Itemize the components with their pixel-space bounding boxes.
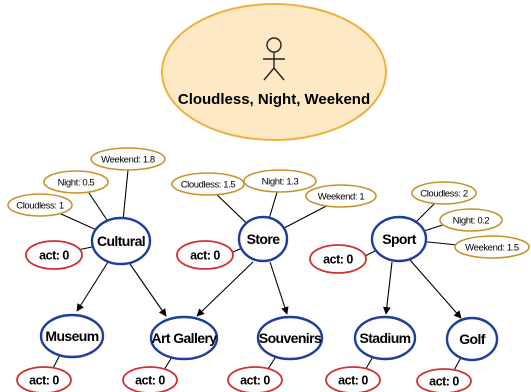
context-label: Cloudless, Night, Weekend — [178, 91, 370, 108]
act-stadium: act: 0 — [325, 366, 381, 392]
svg-text:Cloudless: 1.5: Cloudless: 1.5 — [181, 180, 236, 191]
weight-cultural-night: Night: 0.5 — [43, 170, 109, 194]
svg-text:Night: 0.2: Night: 0.2 — [453, 216, 490, 227]
act-store: act: 0 — [176, 240, 234, 270]
svg-text:Sport: Sport — [382, 231, 416, 247]
hierarchy-arrow — [269, 261, 289, 315]
leaf-nodes: Museum Art Gallery Souvenirs Stadium Gol… — [39, 313, 499, 362]
svg-text:Weekend: 1.8: Weekend: 1.8 — [101, 155, 155, 166]
svg-text:Night: 0.5: Night: 0.5 — [58, 178, 95, 189]
svg-text:Museum: Museum — [45, 328, 98, 344]
svg-text:Cloudless: 2: Cloudless: 2 — [420, 189, 468, 200]
act-golf: act: 0 — [416, 368, 472, 392]
svg-text:act: 0: act: 0 — [429, 375, 459, 389]
svg-text:Cultural: Cultural — [97, 233, 145, 249]
weight-cultural-weekend: Weekend: 1.8 — [90, 147, 166, 171]
svg-text:Night: 1.3: Night: 1.3 — [262, 177, 299, 188]
svg-text:Golf: Golf — [459, 331, 486, 347]
svg-text:act: 0: act: 0 — [29, 374, 59, 388]
hierarchy-arrow — [409, 259, 462, 319]
svg-text:Stadium: Stadium — [359, 330, 410, 346]
node-art-gallery[interactable]: Art Gallery — [149, 315, 219, 361]
svg-text:Weekend: 1.5: Weekend: 1.5 — [465, 243, 519, 254]
stick-figure-icon — [263, 37, 285, 81]
weight-store-night: Night: 1.3 — [243, 169, 317, 193]
act-ovals: act: 0 act: 0 act: 0 act: 0 act: 0 act: … — [16, 240, 472, 392]
weight-store-cloudless: Cloudless: 1.5 — [171, 172, 245, 196]
svg-text:act: 0: act: 0 — [135, 374, 165, 388]
act-souvenirs: act: 0 — [227, 366, 283, 392]
svg-text:Store: Store — [247, 231, 281, 247]
svg-text:act: 0: act: 0 — [323, 253, 353, 267]
hierarchy-arrow — [76, 261, 109, 312]
weight-ovals: Cloudless: 1 Night: 0.5 Weekend: 1.8 Clo… — [7, 147, 530, 259]
svg-text:Cloudless: 1: Cloudless: 1 — [16, 201, 64, 212]
weight-cultural-cloudless: Cloudless: 1 — [7, 193, 73, 217]
act-cultural: act: 0 — [25, 240, 83, 270]
weight-sport-weekend: Weekend: 1.5 — [454, 235, 530, 259]
category-nodes: Cultural Store Sport — [90, 215, 428, 266]
svg-text:Weekend: 1: Weekend: 1 — [318, 192, 365, 203]
act-museum: act: 0 — [16, 366, 72, 392]
svg-text:act: 0: act: 0 — [240, 374, 270, 388]
hierarchy-arrow — [382, 261, 393, 315]
svg-text:Souvenirs: Souvenirs — [259, 330, 322, 346]
act-sport: act: 0 — [309, 244, 367, 274]
svg-text:act: 0: act: 0 — [190, 249, 220, 263]
svg-text:Art Gallery: Art Gallery — [152, 330, 218, 346]
node-sport[interactable]: Sport — [370, 215, 428, 263]
svg-text:act: 0: act: 0 — [39, 249, 69, 263]
node-souvenirs[interactable]: Souvenirs — [256, 315, 324, 361]
weight-sport-night: Night: 0.2 — [439, 208, 503, 232]
weight-store-weekend: Weekend: 1 — [305, 184, 377, 208]
svg-text:act: 0: act: 0 — [338, 374, 368, 388]
node-cultural[interactable]: Cultural — [90, 216, 152, 266]
node-store[interactable]: Store — [237, 215, 289, 263]
node-golf[interactable]: Golf — [445, 316, 499, 362]
context-node: Cloudless, Night, Weekend — [161, 3, 387, 141]
weight-sport-cloudless: Cloudless: 2 — [411, 181, 477, 205]
node-museum[interactable]: Museum — [39, 313, 105, 359]
node-stadium[interactable]: Stadium — [353, 315, 417, 361]
hierarchy-arrow — [196, 261, 254, 317]
act-art-gallery: act: 0 — [122, 366, 178, 392]
hierarchy-arrow — [129, 263, 167, 317]
